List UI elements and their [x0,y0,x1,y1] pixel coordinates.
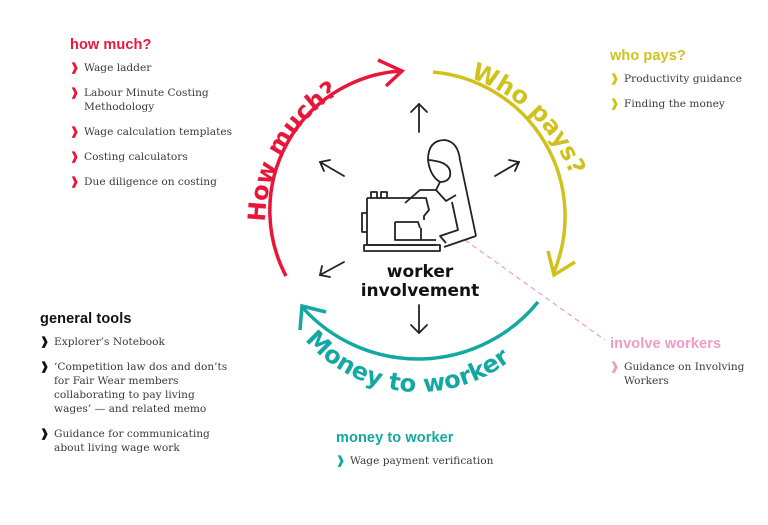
bullet-chevron-icon: ❱ [70,176,80,188]
center-label-line1: worker [386,262,454,282]
list-item[interactable]: ❱Wage payment verification [336,455,494,467]
list-item[interactable]: ❱Costing calculators [70,151,188,163]
how-much-list: ❱Wage ladder ❱Labour Minute Costing Meth… [70,61,270,189]
involve-workers-panel: involve workers ❱Guidance on Involving W… [610,336,768,399]
bullet-chevron-icon: ❱ [40,428,50,440]
who-pays-panel-title: who pays? [610,48,686,64]
arrow-down-left-icon [318,261,345,278]
bullet-chevron-icon: ❱ [610,73,620,85]
list-item[interactable]: ❱Wage calculation templates [70,126,233,138]
who-pays-list: ❱Productivity guidance ❱Finding the mone… [610,72,768,111]
money-to-worker-list: ❱Wage payment verification [336,454,536,468]
arrow-up-right-icon [494,159,521,177]
money-to-worker-arrowhead-icon [298,303,327,331]
list-item[interactable]: ❱‘Competition law dos and don’ts for Fai… [40,361,228,415]
arrow-up-left-icon [318,159,345,177]
bullet-chevron-icon: ❱ [610,98,620,110]
center-label: worker involvement [340,263,500,301]
bullet-chevron-icon: ❱ [610,361,620,373]
who-pays-panel: who pays? ❱Productivity guidance ❱Findin… [610,48,768,122]
list-item[interactable]: ❱Guidance for communicating about living… [40,428,210,454]
who-pays-arrowhead-icon [546,250,576,278]
how-much-panel: how much? ❱Wage ladder ❱Labour Minute Co… [70,37,270,200]
list-item[interactable]: ❱Labour Minute Costing Methodology [70,87,209,113]
arrow-up-icon [410,102,428,133]
how-much-arc [268,58,406,277]
bullet-chevron-icon: ❱ [40,336,50,348]
arrow-down-icon [410,304,428,335]
list-item[interactable]: ❱Guidance on Involving Workers [610,361,745,387]
center-label-line2: involvement [360,281,480,301]
money-to-worker-arc-label: Money to worker [300,325,514,399]
list-item[interactable]: ❱Explorer’s Notebook [40,336,165,348]
list-item[interactable]: ❱Due diligence on costing [70,176,217,188]
who-pays-arc [432,70,576,278]
bullet-chevron-icon: ❱ [70,87,80,99]
money-to-worker-arc [298,300,540,361]
general-tools-panel-title: general tools [40,311,132,327]
worker-at-sewing-machine-icon [361,139,477,252]
how-much-arrowhead-icon [377,58,406,88]
bullet-chevron-icon: ❱ [40,361,50,373]
list-item[interactable]: ❱Wage ladder [70,62,152,74]
money-to-worker-panel-title: money to worker [336,430,454,446]
how-much-panel-title: how much? [70,37,152,53]
bullet-chevron-icon: ❱ [336,455,346,467]
bullet-chevron-icon: ❱ [70,126,80,138]
general-tools-list: ❱Explorer’s Notebook ❱‘Competition law d… [40,335,240,455]
bullet-chevron-icon: ❱ [70,62,80,74]
involve-workers-list: ❱Guidance on Involving Workers [610,360,768,388]
general-tools-panel: general tools ❱Explorer’s Notebook ❱‘Com… [40,311,240,466]
money-to-worker-panel: money to worker ❱Wage payment verificati… [336,430,536,479]
involve-workers-connector [464,239,606,341]
list-item[interactable]: ❱Finding the money [610,98,725,110]
who-pays-arc-label: Who pays? [468,57,591,178]
list-item[interactable]: ❱Productivity guidance [610,73,742,85]
involve-workers-panel-title: involve workers [610,336,722,352]
bullet-chevron-icon: ❱ [70,151,80,163]
